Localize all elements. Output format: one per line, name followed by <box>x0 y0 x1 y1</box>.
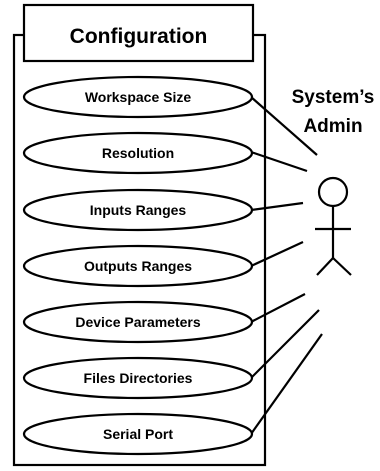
association-line <box>250 293 306 323</box>
actor-label-line1: System’s <box>292 87 375 108</box>
actor-stick-figure-icon <box>315 176 352 276</box>
use-case-label: Device Parameters <box>75 314 201 330</box>
actor-label-line2: Admin <box>303 116 362 137</box>
association-line <box>250 309 320 379</box>
system-title-box <box>22 3 255 63</box>
use-case-device-parameters: Device Parameters <box>22 300 254 344</box>
use-case-resolution: Resolution <box>22 131 254 175</box>
use-case-label: Outputs Ranges <box>84 258 192 274</box>
association-line <box>250 201 304 212</box>
actor-left-leg <box>316 257 334 276</box>
use-case-files-directories: Files Directories <box>22 356 254 400</box>
use-case-inputs-ranges: Inputs Ranges <box>22 188 254 232</box>
association-line <box>250 150 308 173</box>
use-case-outputs-ranges: Outputs Ranges <box>22 244 254 288</box>
association-line <box>250 333 323 435</box>
system-title: Configuration <box>70 25 208 48</box>
association-line <box>250 241 304 267</box>
use-case-label: Files Directories <box>84 370 193 386</box>
actor-head <box>317 176 349 208</box>
use-case-label: Resolution <box>102 145 174 161</box>
association-line <box>250 96 318 156</box>
use-case-workspace-size: Workspace Size <box>22 75 254 119</box>
use-case-label: Workspace Size <box>85 89 192 105</box>
use-case-serial-port: Serial Port <box>22 412 254 456</box>
actor-right-leg <box>332 257 352 276</box>
use-case-label: Serial Port <box>103 426 173 442</box>
use-case-label: Inputs Ranges <box>90 202 187 218</box>
